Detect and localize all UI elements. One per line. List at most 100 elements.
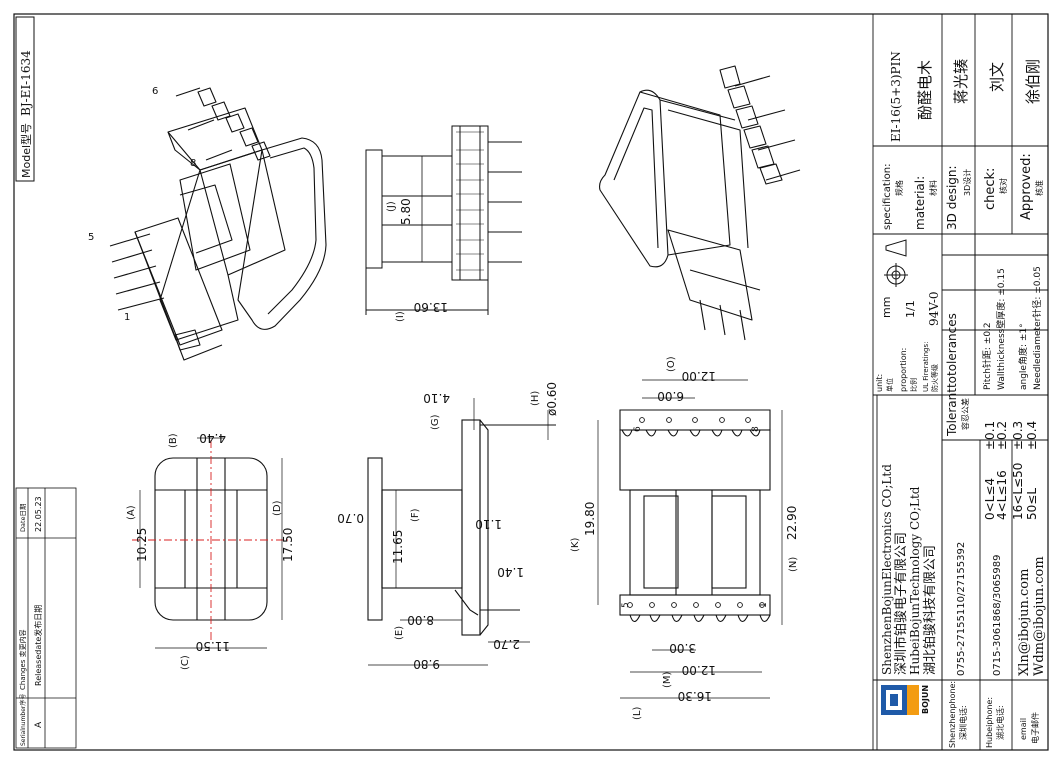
email-label: email: [1019, 718, 1028, 740]
tol-row-2-value: ±0.3: [1011, 421, 1025, 450]
sz-phone-label: Shenzhenphone:: [948, 681, 957, 748]
spec-cn: 规格: [894, 180, 904, 196]
dim-22-90: 22.90: [785, 506, 799, 540]
dim-11-50: 11.50: [196, 639, 230, 653]
dim-4-40: 4.40: [199, 431, 226, 445]
iso-left-pin6-label: 6: [152, 86, 158, 97]
hb-phone-label: Hubeiphone:: [985, 697, 994, 748]
dim-5-80: 5.80: [399, 198, 413, 225]
dim-H-label: (H): [530, 391, 541, 406]
sheet-border: [13, 13, 1049, 751]
dim-E-label: (E): [394, 626, 405, 640]
pin-8-label: 8: [751, 426, 761, 432]
proportion-value: 1/1: [904, 300, 917, 318]
changes-table: [15, 487, 77, 749]
hb-phone-value: 0715-3061868/3065989: [992, 555, 1003, 677]
email-cn: 电子邮件: [1030, 712, 1040, 744]
spec-label: specification:: [882, 164, 893, 230]
dim-8-00: 8.00: [407, 613, 434, 627]
title-block-grid: [872, 14, 1048, 751]
changes-col-changes: Changes 变更内容: [18, 629, 27, 690]
front-view-dimlines: [368, 398, 549, 666]
tol-title: Toleranttotolerances: [945, 313, 959, 437]
dim-1-40: 1.40: [497, 565, 524, 579]
iso-view-right: [599, 65, 801, 341]
dim-K-label: (K): [570, 538, 581, 552]
sz-phone-value: 0755-27155110/27155392: [956, 542, 967, 676]
spec-value: EI-16(5+3)PIN: [889, 51, 903, 142]
dim-12-00-bot: 12.00: [682, 663, 716, 677]
hb-phone-cn: 湖北电话:: [995, 705, 1005, 740]
model-value: BJ-EI-1634: [19, 50, 33, 116]
company-en-2: HubeiBojunTechnology CO;Ltd: [908, 486, 922, 675]
dim-F-label: (F): [410, 508, 421, 522]
top-view-centerlines: [132, 440, 288, 640]
iso-left-pin5-label: 5: [88, 232, 94, 243]
tol-wall: Wallthickness壁厚度: ±0.15: [995, 268, 1007, 390]
email-1: Xln@ibojun.com: [1017, 569, 1032, 676]
tol-row-1-value: ±0.2: [995, 421, 1009, 450]
changes-col-serial: Serialnumber序号: [19, 694, 27, 746]
dim-N-label: (N): [788, 557, 799, 572]
changes-row-date: 22.05.23: [34, 496, 43, 532]
top-view-dimlines: [139, 437, 283, 649]
model-box: Model型号 BJ-EI-1634: [15, 16, 35, 182]
company-cn-1: 深圳市铂骏电子有限公司: [893, 532, 909, 675]
pin-holes: [627, 417, 765, 608]
changes-row-changes: Releasedate发布日期: [33, 605, 43, 686]
changes-col-date: Date日期: [19, 503, 27, 532]
dim-10-25: 10.25: [135, 528, 149, 562]
dim-19-80: 19.80: [583, 502, 597, 536]
model-label: Model型号: [19, 123, 33, 178]
approved-cn: 核准: [1034, 180, 1044, 196]
design-label: 3D design:: [945, 165, 959, 230]
iso-view-left: [109, 87, 327, 361]
unit-value: mm: [880, 297, 893, 318]
check-label: check:: [983, 168, 998, 210]
dim-17-50: 17.50: [281, 528, 295, 562]
tol-row-1: 4<L≤16: [995, 470, 1009, 520]
dim-C-label: (C): [180, 655, 191, 670]
dim-13-60: 13.60: [414, 300, 448, 314]
dim-A-label: (A): [126, 505, 137, 520]
email-2: Wdm@ibojun.com: [1032, 556, 1047, 676]
unit-label: unit:: [875, 374, 884, 392]
dim-I-label: (I): [395, 311, 406, 322]
dim-6-00: 6.00: [657, 389, 684, 403]
dim-D-label: (D): [272, 500, 283, 516]
dim-9-80: 9.80: [413, 657, 440, 671]
pin-view: [619, 409, 771, 623]
ul-label: UL Fireratings:: [922, 342, 930, 392]
dim-M-label: (M): [662, 671, 673, 688]
dim-L-label: (L): [632, 707, 643, 720]
company-cn-2: 湖北铂骏科技有限公司: [922, 545, 938, 675]
tol-needle: Needlediameter针径: ±0.05: [1031, 266, 1043, 390]
design-cn: 3D设计: [962, 169, 972, 196]
material-cn: 材料: [928, 180, 938, 196]
iso-left-pin1-label: 1: [124, 312, 130, 323]
dim-11-65: 11.65: [391, 530, 405, 564]
dim-G-label: (G): [430, 414, 441, 430]
dim-1-10: 1.10: [475, 517, 502, 531]
dim-O-label: (O): [666, 356, 677, 372]
pin-view-dimlines: [597, 379, 783, 699]
dim-4-10: 4.10: [423, 391, 450, 405]
unit-cn: 单位: [885, 378, 894, 392]
company-en-1: ShenzhenBojunElectronics CO;Ltd: [880, 464, 894, 675]
side-view-top: [365, 125, 522, 315]
tol-row-0: 0<L≤4: [983, 478, 997, 520]
tol-row-3: 50≤L: [1025, 488, 1039, 520]
dim-16-30: 16.30: [678, 689, 712, 703]
dim-J-label: (J): [386, 201, 397, 212]
pin-5-label: 5: [621, 602, 631, 608]
tol-pitch: Pitch针距: ±0.2: [981, 322, 993, 390]
tol-cn: 容忍公差: [960, 398, 970, 430]
pin-6-label: 6: [633, 426, 643, 432]
material-value: 酚醛电木: [916, 60, 934, 120]
check-cn: 核对: [998, 178, 1008, 194]
projection-symbol: [884, 239, 908, 287]
iso-left-pin8-label: 8: [190, 158, 196, 169]
dim-0-60: ø0.60: [545, 382, 559, 416]
pin-1-label: 1: [759, 602, 769, 608]
